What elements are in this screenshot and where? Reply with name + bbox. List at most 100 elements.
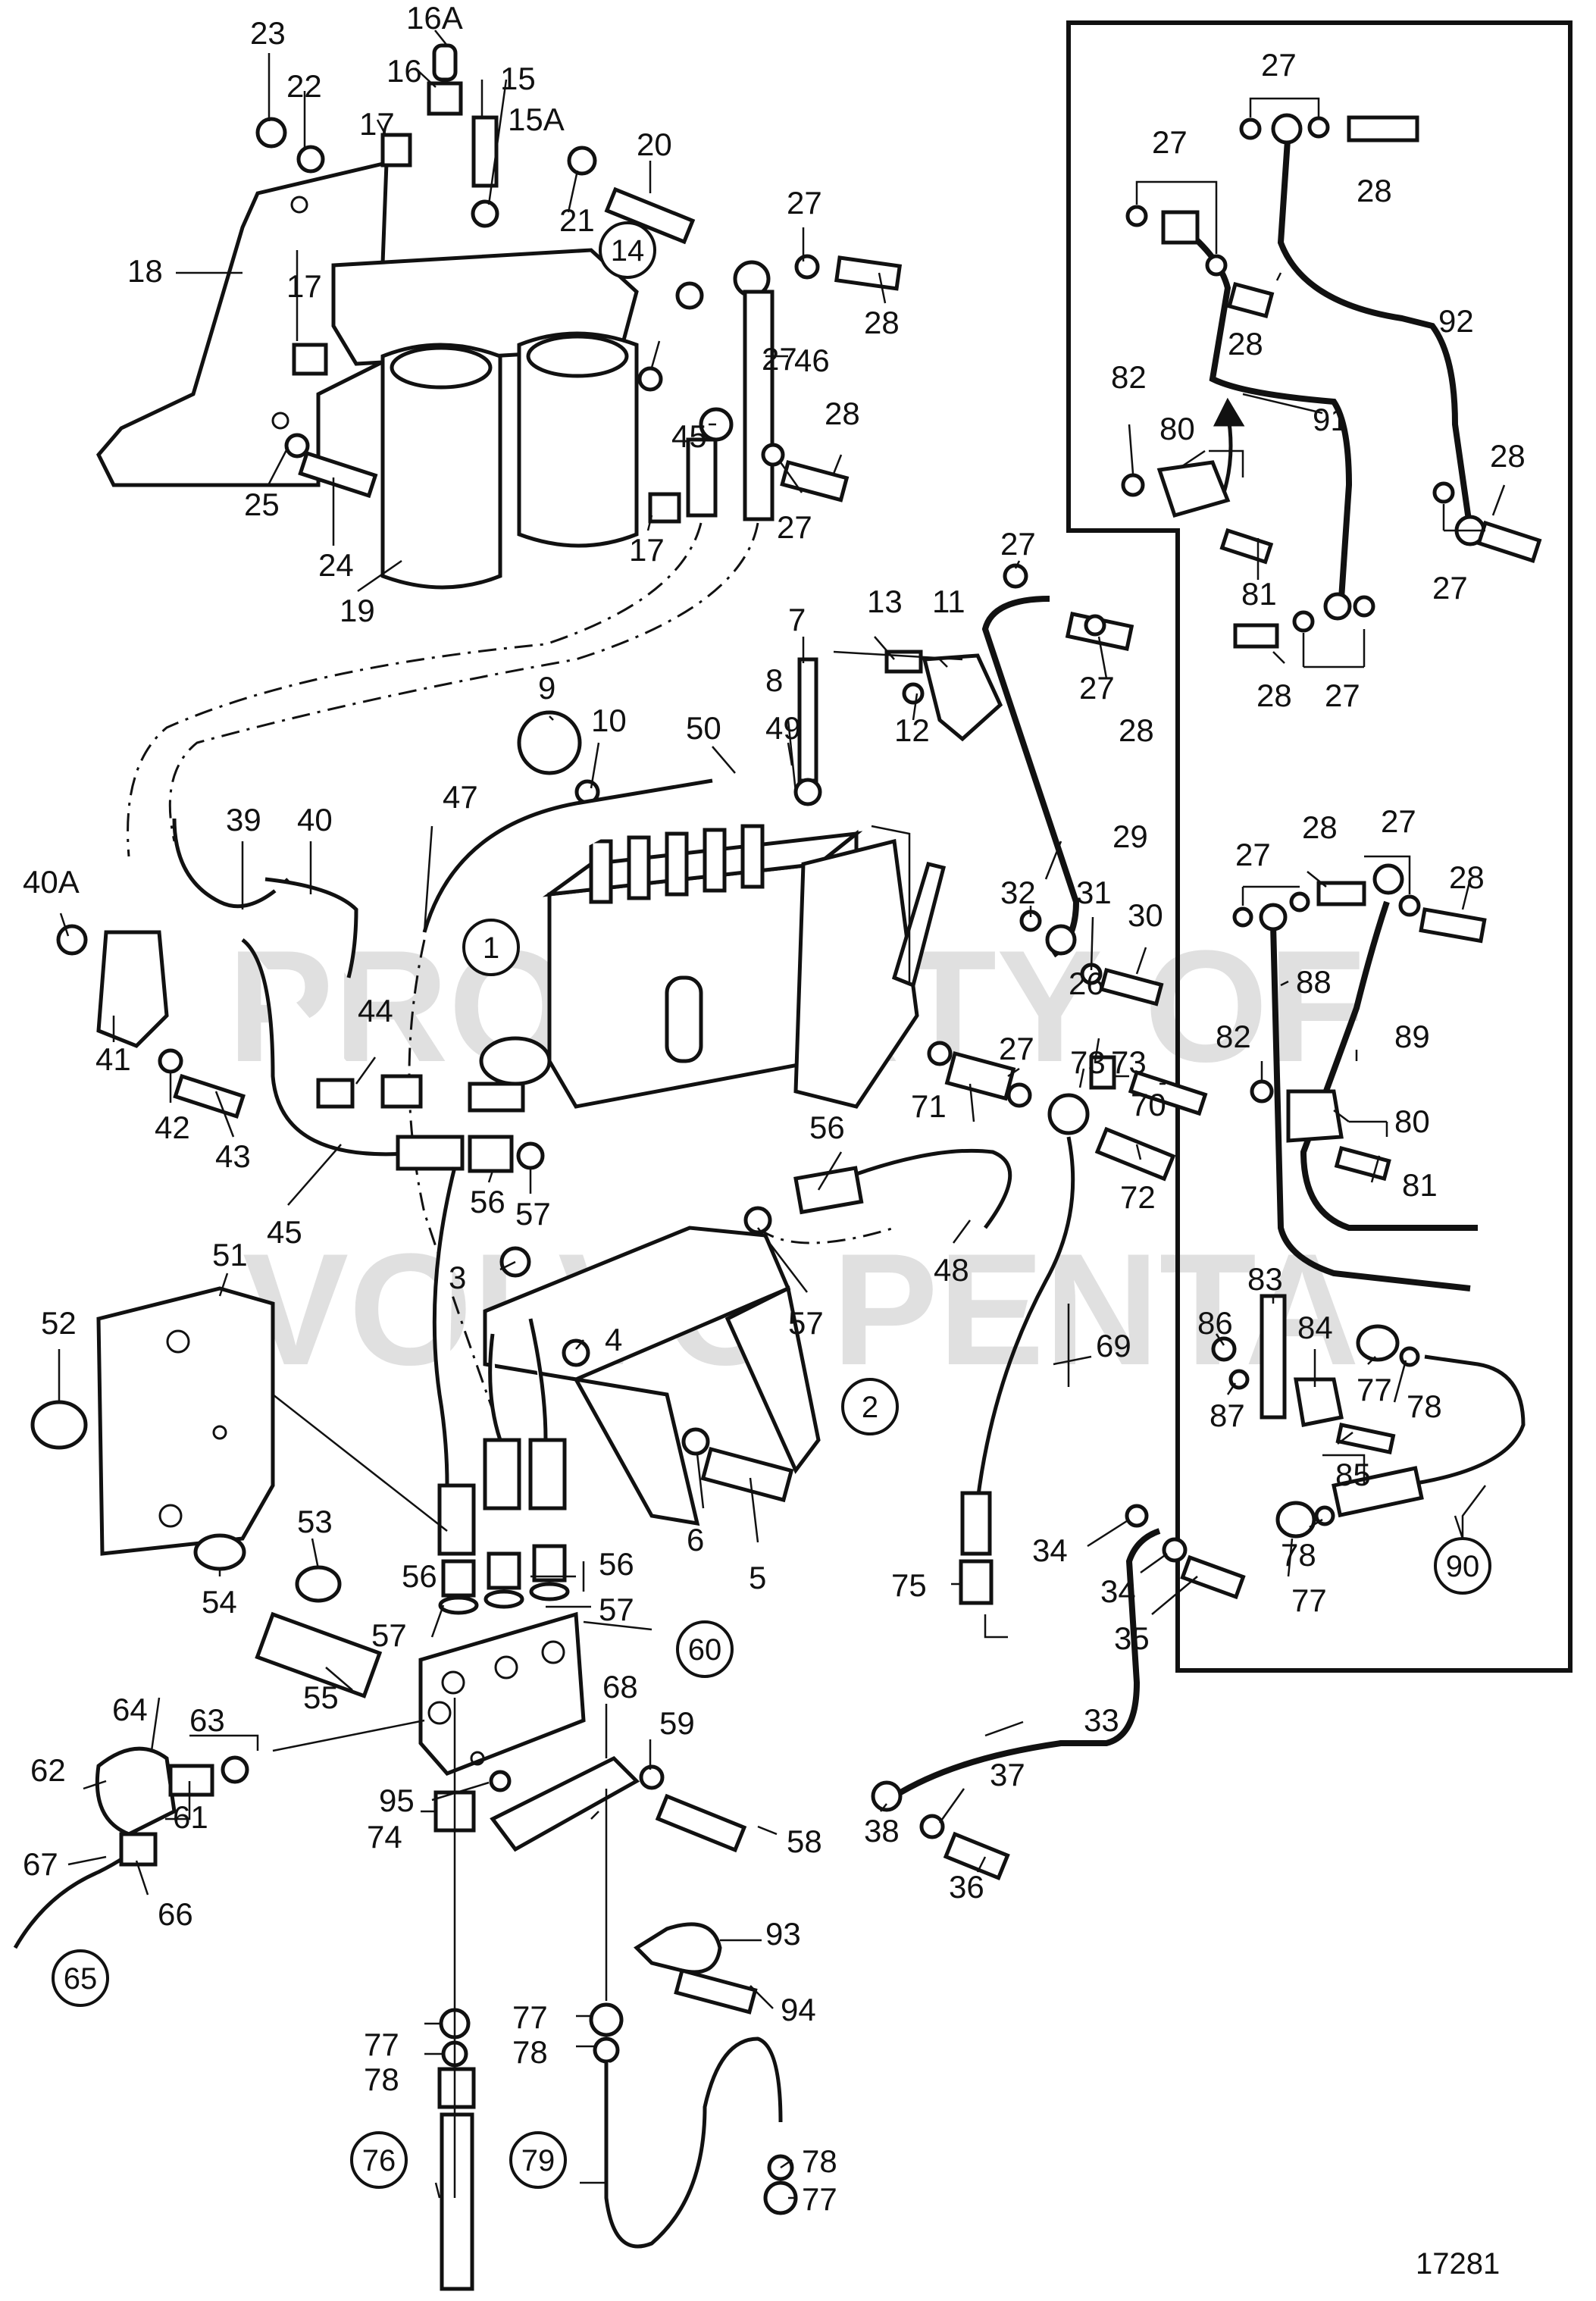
label-26: 26 [1069, 966, 1104, 1001]
label-29: 29 [1113, 819, 1148, 854]
inset-label-28-c: 28 [1490, 438, 1526, 474]
banjo-73 [1089, 1055, 1116, 1090]
inset-label-77-a: 77 [1357, 1372, 1392, 1407]
hose-45-lower [241, 938, 425, 1157]
circle-76 [350, 2131, 408, 2189]
nut-77-bottom-inset [1275, 1501, 1316, 1539]
delivery-valve-3 [665, 831, 689, 897]
label-18: 18 [127, 253, 163, 289]
label-17-bottom: 17 [629, 532, 665, 568]
feed-pump-cylinder [665, 975, 703, 1063]
bolt-20 [604, 186, 696, 245]
washer-27-91d [1353, 595, 1375, 618]
label-57-b: 57 [788, 1305, 824, 1341]
label-28-a: 28 [864, 305, 900, 340]
hose-69 [975, 1136, 1075, 1501]
label-21: 21 [559, 202, 595, 238]
hose-route-46 [168, 522, 759, 842]
connector-66 [119, 1832, 158, 1867]
label-56-c: 56 [402, 1558, 437, 1594]
cap-9 [517, 710, 582, 775]
leader-lines [58, 30, 1506, 2199]
label-62: 62 [30, 1752, 66, 1788]
inset-label-77-b: 77 [1291, 1583, 1327, 1618]
label-31: 31 [1076, 875, 1112, 910]
inset-label-27-f: 27 [1235, 837, 1271, 872]
label-24: 24 [318, 547, 354, 583]
washer-57-a [438, 1595, 479, 1615]
plug-95 [489, 1770, 512, 1792]
hose-90 [1401, 1354, 1526, 1488]
bolt-28-91b [1233, 623, 1279, 649]
inset-label-28-d: 28 [1256, 678, 1292, 713]
vent-screw-16a [432, 43, 458, 82]
washer-25 [284, 433, 310, 459]
fuel-filter-assembly [96, 43, 903, 590]
delivery-valve-5 [740, 824, 765, 889]
washer-57-48 [743, 1206, 772, 1235]
inset-label-85: 85 [1335, 1457, 1371, 1492]
label-27-f: 27 [999, 1031, 1034, 1066]
seal-15a [471, 199, 499, 228]
label-44: 44 [358, 993, 393, 1028]
washer-57-b [483, 1589, 524, 1609]
hose-fitting-45 [396, 1135, 465, 1171]
label-57-c: 57 [371, 1617, 407, 1653]
label-51: 51 [212, 1237, 248, 1273]
washer-27-pipe29 [1003, 563, 1028, 589]
washer-27-91c [1292, 610, 1315, 633]
circle-label-14: 14 [611, 234, 645, 268]
circle-label-79: 79 [521, 2144, 555, 2177]
label-10: 10 [591, 703, 627, 738]
label-53: 53 [297, 1504, 333, 1539]
nut-77-79 [589, 2002, 624, 2037]
bracket-41 [96, 930, 169, 1048]
label-34-a: 34 [1032, 1532, 1068, 1568]
label-63: 63 [189, 1702, 225, 1738]
inset-label-78-a: 78 [1407, 1388, 1442, 1424]
circle-label-90: 90 [1446, 1550, 1480, 1583]
pump-drive-hub [479, 1036, 552, 1086]
bolt-94 [674, 1968, 758, 2015]
label-22: 22 [286, 68, 322, 104]
washer-6 [681, 1427, 710, 1456]
label-57-d: 57 [599, 1592, 634, 1627]
delivery-valve-1 [589, 839, 613, 904]
plate-51 [96, 1286, 275, 1556]
plug-17-top [380, 133, 412, 167]
nut-77-top-inset [1356, 1324, 1400, 1362]
hose-to-block-3 [528, 1318, 548, 1441]
label-46: 46 [794, 343, 830, 378]
label-43: 43 [215, 1138, 251, 1174]
washer-27-92a [1239, 117, 1262, 140]
inset-label-27-d: 27 [1325, 678, 1360, 713]
label-40a: 40A [23, 864, 80, 900]
inset-label-81-b: 81 [1402, 1167, 1438, 1203]
label-32: 32 [1000, 875, 1036, 910]
spring-63 [221, 1755, 249, 1784]
circle-label-1: 1 [483, 931, 499, 965]
circle-1 [462, 919, 520, 976]
washer-21 [567, 146, 597, 176]
circle-14 [599, 221, 656, 279]
inset-label-80-a: 80 [1159, 411, 1195, 446]
pipe-46 [743, 290, 775, 521]
fitting-56-pump [468, 1135, 514, 1173]
label-33: 33 [1084, 1702, 1119, 1738]
circle-label-65: 65 [64, 1962, 98, 1996]
bolt-81-top [1219, 528, 1274, 565]
label-78-b: 78 [512, 2034, 548, 2070]
inset-label-28-b: 28 [1228, 326, 1263, 362]
label-56-a: 56 [809, 1110, 845, 1145]
label-75: 75 [891, 1567, 927, 1603]
delivery-valve-4 [703, 828, 727, 893]
clip-44b [380, 1074, 423, 1109]
sensor-64 [95, 1746, 177, 1836]
hose-route-47 [408, 939, 494, 1410]
hose-to-block-2 [488, 1333, 502, 1441]
clamp-93 [634, 1922, 722, 1974]
washer-27-92b [1307, 116, 1330, 139]
hose-40 [264, 877, 358, 978]
plug-17-left [292, 343, 328, 376]
bolt-24 [298, 450, 378, 499]
